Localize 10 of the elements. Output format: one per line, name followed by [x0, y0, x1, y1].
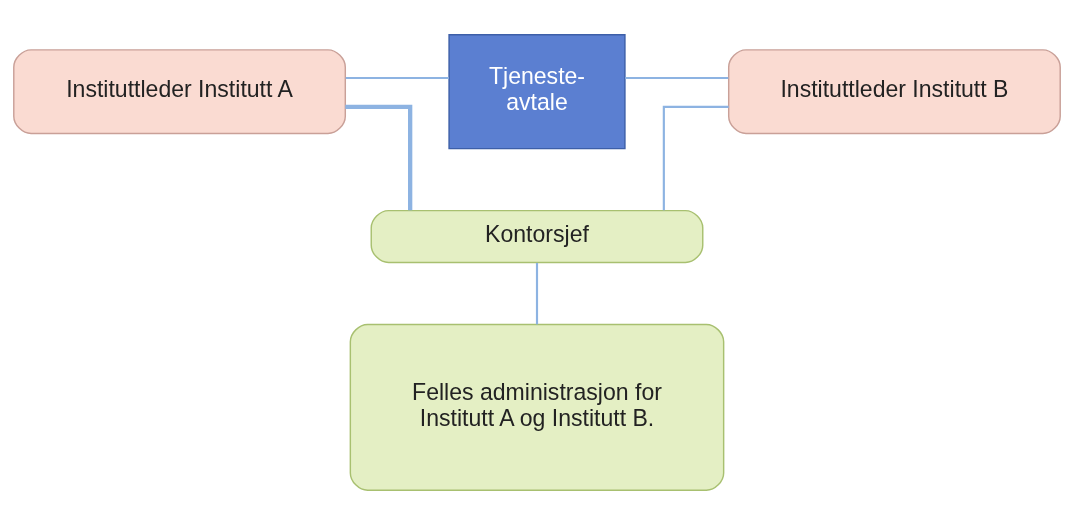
node-box: Felles administrasjon for Institutt A og Institutt B.: [349, 323, 725, 491]
connector: [625, 76, 729, 80]
node-box: Instituttleder Institutt B: [728, 49, 1061, 135]
node-box: Instituttleder Institutt A: [13, 49, 347, 135]
connector: [662, 105, 729, 211]
node-box: Kontorsjef: [370, 209, 704, 264]
connector: [345, 104, 413, 211]
node-box: Tjeneste- avtale: [448, 34, 626, 150]
connector: [345, 76, 449, 80]
connector: [535, 262, 539, 325]
